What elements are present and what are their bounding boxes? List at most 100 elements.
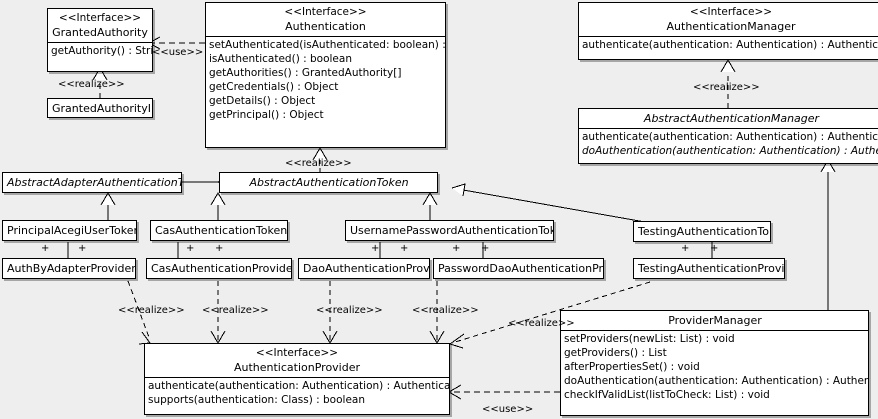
class-header: <<Interface>> AuthenticationProvider	[145, 344, 449, 377]
class-header: CasAuthenticationToken	[151, 221, 287, 240]
association-mark-cas-left: +	[186, 243, 195, 254]
class-header: CasAuthenticationProvider	[147, 259, 291, 278]
class-name: UsernamePasswordAuthenticationToken	[350, 224, 554, 237]
class-authentication-manager[interactable]: <<Interface>> AuthenticationManager auth…	[578, 2, 878, 60]
class-name: AuthenticationProvider	[233, 361, 361, 374]
association-mark-principal-right: +	[78, 243, 87, 254]
class-name: AuthenticationManager	[666, 20, 796, 33]
member-row: isAuthenticated() : boolean	[209, 53, 352, 65]
class-provider-manager[interactable]: ProviderManager setProviders(newList: Li…	[560, 310, 869, 416]
class-name: GrantedAuthorityImpl	[52, 102, 152, 115]
class-granted-authority-impl[interactable]: GrantedAuthorityImpl	[47, 98, 153, 118]
member-row: getAuthority() : String	[51, 45, 153, 57]
class-name: TestingAuthenticationProvider	[638, 262, 785, 275]
class-header: <<Interface>> AuthenticationManager	[579, 3, 878, 36]
member-row: doAuthentication(authentication: Authent…	[564, 375, 868, 387]
class-name: CasAuthenticationProvider	[151, 262, 292, 275]
class-name: Authentication	[285, 20, 366, 33]
association-mark-cas-right: +	[215, 243, 224, 254]
class-abstract-authentication-token[interactable]: AbstractAuthenticationToken	[219, 172, 438, 193]
class-principal-acegi-user-token[interactable]: PrincipalAcegiUserToken	[2, 220, 137, 241]
association-mark-testing-right: +	[710, 243, 719, 254]
class-header: <<Interface>> GrantedAuthority	[48, 9, 152, 42]
member-row: getProviders() : List	[564, 347, 667, 359]
member-row: getAuthorities() : GrantedAuthority[]	[209, 67, 402, 79]
class-cas-authentication-provider[interactable]: CasAuthenticationProvider	[146, 258, 292, 279]
association-mark-upa-4: +	[481, 243, 490, 254]
stereotype-label: <<Interface>>	[255, 347, 339, 359]
class-name: PrincipalAcegiUserToken	[7, 224, 137, 237]
association-mark-upa-3: +	[452, 243, 461, 254]
association-mark-testing-left: +	[681, 243, 690, 254]
section-divider	[561, 330, 868, 331]
edge-label-realize-password-dao-authentication-provider: <<realize>>	[412, 305, 479, 316]
member-row: authenticate(authentication: Authenticat…	[582, 131, 878, 143]
members-compartment: setAuthenticated(isAuthenticated: boolea…	[206, 37, 445, 123]
section-divider	[579, 128, 878, 129]
members-compartment: authenticate(authentication: Authenticat…	[579, 37, 878, 53]
class-header: PrincipalAcegiUserToken	[3, 221, 136, 240]
class-header: PasswordDaoAuthenticationProvider	[434, 259, 603, 278]
members-compartment: getAuthority() : String	[48, 43, 152, 59]
member-row: getDetails() : Object	[209, 95, 316, 107]
member-row: checkIfValidList(listToCheck: List) : vo…	[564, 389, 770, 401]
class-name: AbstractAuthenticationToken	[249, 176, 409, 189]
class-header: AbstractAuthenticationManager	[579, 109, 878, 128]
class-name: AbstractAdapterAuthenticationToken	[7, 176, 181, 189]
member-row: authenticate(authentication: Authenticat…	[582, 39, 878, 51]
class-header: AuthByAdapterProvider	[3, 259, 135, 278]
members-compartment: authenticate(authentication: Authenticat…	[145, 378, 449, 408]
member-row: authenticate(authentication: Authenticat…	[148, 380, 450, 392]
association-mark-principal-left: +	[41, 243, 50, 254]
class-name: ProviderManager	[668, 314, 762, 327]
class-authentication[interactable]: <<Interface>> Authentication setAuthenti…	[205, 2, 446, 148]
class-username-password-authentication-token[interactable]: UsernamePasswordAuthenticationToken	[345, 220, 554, 241]
class-authentication-provider[interactable]: <<Interface>> AuthenticationProvider aut…	[144, 343, 450, 415]
edge-label-realize-cas-authentication-provider: <<realize>>	[202, 305, 269, 316]
edge-label-realize-testing-authentication-provider: <<realize>>	[508, 318, 575, 329]
edge-label-realize-abstract-authentication-manager: <<realize>>	[693, 82, 760, 93]
member-row: afterPropertiesSet() : void	[564, 361, 700, 373]
section-divider	[579, 36, 878, 37]
class-abstract-adapter-authentication-token[interactable]: AbstractAdapterAuthenticationToken	[2, 172, 182, 193]
members-compartment: setProviders(newList: List) : void getPr…	[561, 331, 868, 403]
edge-label-realize-dao-authentication-provider: <<realize>>	[316, 305, 383, 316]
member-row: setAuthenticated(isAuthenticated: boolea…	[209, 39, 446, 51]
class-dao-authentication-provider[interactable]: DaoAuthenticationProvider	[298, 258, 430, 279]
class-header: TestingAuthenticationToken	[634, 222, 770, 241]
class-header: TestingAuthenticationProvider	[634, 259, 784, 278]
member-row: getPrincipal() : Object	[209, 109, 324, 121]
class-header: AbstractAdapterAuthenticationToken	[3, 173, 181, 192]
class-auth-by-adapter-provider[interactable]: AuthByAdapterProvider	[2, 258, 136, 279]
class-testing-authentication-provider[interactable]: TestingAuthenticationProvider	[633, 258, 785, 279]
member-row: supports(authentication: Class) : boolea…	[148, 394, 365, 406]
association-mark-upa-2: +	[400, 243, 409, 254]
edge-label-realize-abstract-authentication-token: <<realize>>	[285, 158, 352, 169]
class-header: AbstractAuthenticationToken	[220, 173, 437, 192]
class-name: TestingAuthenticationToken	[638, 225, 770, 238]
edge-label-realize-granted-authority-impl: <<realize>>	[58, 79, 125, 90]
section-divider	[206, 36, 445, 37]
class-name: DaoAuthenticationProvider	[303, 262, 430, 275]
class-name: AuthByAdapterProvider	[7, 262, 136, 275]
edge-label-use-provider-manager: <<use>>	[482, 404, 534, 415]
member-row: getCredentials() : Object	[209, 81, 339, 93]
class-granted-authority[interactable]: <<Interface>> GrantedAuthority getAuthor…	[47, 8, 153, 72]
association-mark-upa-1: +	[371, 243, 380, 254]
class-name: GrantedAuthority	[52, 26, 148, 39]
section-divider	[145, 377, 449, 378]
class-abstract-authentication-manager[interactable]: AbstractAuthenticationManager authentica…	[578, 108, 878, 164]
class-name: AbstractAuthenticationManager	[643, 112, 820, 125]
class-name: CasAuthenticationToken	[155, 224, 288, 237]
class-password-dao-authentication-provider[interactable]: PasswordDaoAuthenticationProvider	[433, 258, 604, 279]
class-cas-authentication-token[interactable]: CasAuthenticationToken	[150, 220, 288, 241]
class-header: ProviderManager	[561, 311, 868, 330]
class-name: PasswordDaoAuthenticationProvider	[438, 262, 603, 275]
member-row: setProviders(newList: List) : void	[564, 333, 735, 345]
section-divider	[48, 42, 152, 43]
class-header: UsernamePasswordAuthenticationToken	[346, 221, 553, 240]
edge-label-realize-auth-by-adapter-provider: <<realize>>	[118, 305, 185, 316]
member-row: doAuthentication(authentication: Authent…	[582, 145, 878, 157]
class-testing-authentication-token[interactable]: TestingAuthenticationToken	[633, 221, 771, 242]
